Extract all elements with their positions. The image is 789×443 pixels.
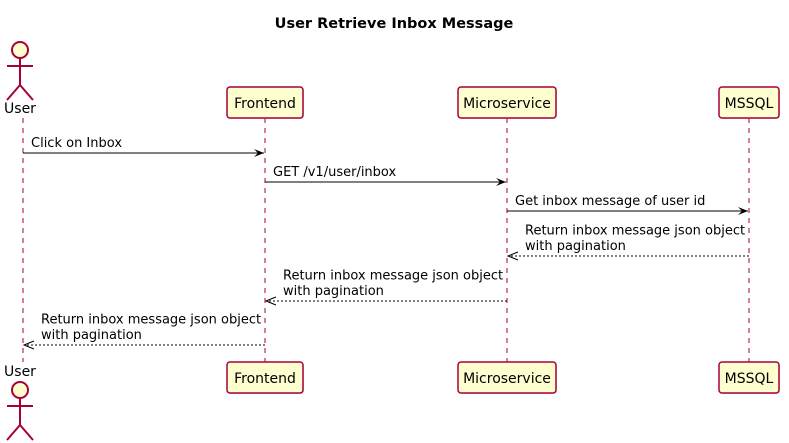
message-label: Get inbox message of user id: [515, 194, 705, 209]
participants: UserUserFrontendFrontendMicroserviceMicr…: [4, 41, 780, 441]
message-label: GET /v1/user/inbox: [273, 165, 396, 180]
actor-label: User: [4, 101, 36, 117]
participant-label: Frontend: [234, 371, 296, 387]
message-arrow: Click on Inbox: [23, 136, 264, 157]
participant-label: Microservice: [463, 371, 551, 387]
actor-figure-icon: [6, 41, 34, 101]
message-label: Return inbox message json object: [525, 224, 745, 239]
actor-top: User: [4, 41, 36, 117]
message-label: with pagination: [525, 239, 626, 254]
actor-figure-icon: [6, 381, 34, 441]
message-arrow: Get inbox message of user id: [507, 194, 748, 215]
participant-label: Microservice: [463, 96, 551, 112]
message-label: with pagination: [41, 328, 142, 343]
participant-microservice-bottom: Microservice: [457, 361, 557, 394]
message-label: Return inbox message json object: [41, 313, 261, 328]
participant-mssql-top: MSSQL: [718, 86, 780, 119]
actor-bottom: User: [4, 364, 36, 441]
message-label: with pagination: [283, 284, 384, 299]
participant-label: MSSQL: [725, 96, 774, 112]
message-arrow: GET /v1/user/inbox: [265, 165, 506, 186]
diagram-title: User Retrieve Inbox Message: [275, 16, 514, 32]
lifelines: [22, 118, 750, 362]
participant-frontend-bottom: Frontend: [226, 361, 304, 394]
actor-label: User: [4, 364, 36, 380]
participant-label: Frontend: [234, 96, 296, 112]
participant-label: MSSQL: [725, 371, 774, 387]
participant-frontend-top: Frontend: [226, 86, 304, 119]
message-label: Click on Inbox: [31, 136, 122, 151]
message-label: Return inbox message json object: [283, 269, 503, 284]
participant-mssql-bottom: MSSQL: [718, 361, 780, 394]
participant-microservice-top: Microservice: [457, 86, 557, 119]
